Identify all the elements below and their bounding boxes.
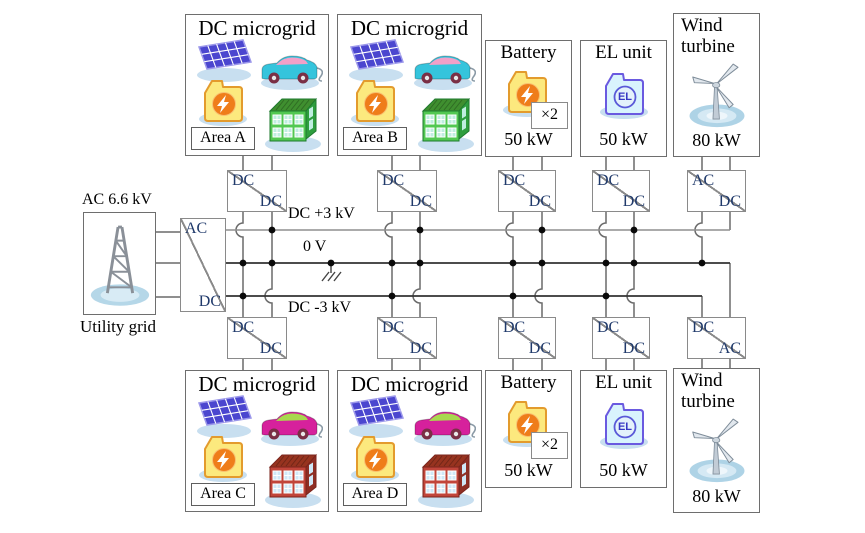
dc-microgrid-box-area-a: DC microgrid Area A	[185, 14, 329, 156]
el-unit-box-bottom: EL unit EL 50 kW	[580, 370, 667, 488]
utility-voltage-label: AC 6.6 kV	[82, 191, 152, 208]
bus-negative-label: DC -3 kV	[288, 299, 352, 316]
dc-microgrid-box-area-b: DC microgrid Area B	[337, 14, 482, 156]
converter-dc-label: DC	[692, 319, 715, 336]
converter-dc-label: DC	[198, 293, 221, 310]
ev-car-icon	[413, 411, 476, 447]
utility-grid-label: Utility grid	[80, 317, 157, 336]
dc-microgrid-box-area-d: DC microgrid Area D	[337, 370, 482, 512]
el-unit-box-top: EL unit EL 50 kW	[580, 40, 667, 157]
battery-box-top: Battery ×2 50 kW	[485, 40, 572, 157]
junction-dots	[239, 226, 706, 300]
battery-title: Battery	[500, 372, 557, 393]
building-icon	[264, 98, 322, 153]
battery-multiplier-badge: ×2	[531, 432, 568, 459]
converter-dc-label: DC	[528, 193, 551, 210]
converter-ac-label: AC	[718, 340, 741, 357]
wind-power-rating: 80 kW	[692, 130, 741, 150]
battery-icon	[198, 436, 248, 483]
converter-dc-label: DC	[259, 193, 282, 210]
battery-icon	[350, 436, 400, 483]
area-label: Area A	[191, 127, 255, 150]
converter-dc-label: DC	[232, 319, 255, 336]
converter-dc-label: DC	[503, 319, 526, 336]
converter-dc-label: DC	[503, 172, 526, 189]
dc-dc-converter-area-b: DC DC	[377, 170, 437, 212]
converter-dc-label: DC	[409, 193, 432, 210]
bus-positive-label: DC +3 kV	[288, 205, 355, 222]
el-icon-label: EL	[617, 91, 633, 103]
microgrid-title: DC microgrid	[198, 16, 316, 40]
converter-dc-label: DC	[409, 340, 432, 357]
wind-turbine-icon	[689, 63, 745, 128]
converter-dc-label: DC	[597, 172, 620, 189]
converter-ac-label: AC	[692, 172, 715, 189]
area-label: Area C	[191, 483, 255, 506]
dc-dc-converter-area-a: DC DC	[227, 170, 287, 212]
dc-microgrid-box-area-c: DC microgrid Area C	[185, 370, 329, 512]
dc-dc-converter-el-bottom: DC DC	[592, 317, 650, 359]
microgrid-title: DC microgrid	[350, 16, 469, 40]
converter-dc-label: DC	[528, 340, 551, 357]
dc-dc-converter-battery-bottom: DC DC	[498, 317, 556, 359]
wind-turbine-box-top: Wind turbine 80 kW	[673, 13, 760, 157]
converter-dc-label: DC	[622, 340, 645, 357]
utility-ac-dc-converter: AC DC	[180, 218, 226, 312]
area-label: Area B	[343, 127, 407, 150]
transmission-tower-icon	[89, 225, 151, 308]
converter-dc-label: DC	[382, 319, 405, 336]
wind-turbine-icon	[689, 418, 745, 483]
converter-dc-label: DC	[232, 172, 255, 189]
el-power-rating: 50 kW	[599, 460, 648, 480]
battery-power-rating: 50 kW	[504, 129, 553, 149]
building-icon	[417, 98, 475, 153]
microgrid-title: DC microgrid	[350, 372, 469, 396]
dc-dc-converter-el-top: DC DC	[592, 170, 650, 212]
utility-grid-box	[83, 212, 156, 315]
converter-ac-label: AC	[185, 220, 208, 237]
el-unit-title: EL unit	[595, 372, 652, 393]
el-unit-icon	[599, 73, 649, 120]
area-label: Area D	[343, 483, 407, 506]
wind-turbine-box-bottom: Wind turbine 80 kW	[673, 368, 760, 513]
converter-dc-label: DC	[718, 193, 741, 210]
el-unit-icon	[599, 403, 649, 450]
building-icon	[264, 454, 322, 509]
ev-car-icon	[413, 55, 476, 91]
building-icon	[417, 454, 475, 509]
battery-box-bottom: Battery ×2 50 kW	[485, 370, 572, 488]
wind-power-rating: 80 kW	[692, 486, 741, 506]
wind-turbine-title: Wind turbine	[681, 15, 735, 57]
converter-dc-label: DC	[382, 172, 405, 189]
el-power-rating: 50 kW	[599, 129, 648, 149]
battery-icon	[198, 80, 248, 127]
microgrid-title: DC microgrid	[198, 372, 316, 396]
converter-dc-label: DC	[622, 193, 645, 210]
battery-power-rating: 50 kW	[504, 460, 553, 480]
converter-dc-label: DC	[259, 340, 282, 357]
el-unit-title: EL unit	[595, 42, 652, 63]
wind-turbine-title: Wind turbine	[681, 370, 735, 412]
battery-title: Battery	[500, 42, 557, 63]
ev-car-icon	[260, 55, 323, 91]
ac-dc-converter-wind-top: AC DC	[687, 170, 746, 212]
bus-neutral-label: 0 V	[303, 238, 327, 255]
dc-ac-converter-wind-bottom: DC AC	[687, 317, 746, 359]
converter-dc-label: DC	[597, 319, 620, 336]
dc-dc-converter-area-d: DC DC	[377, 317, 437, 359]
battery-multiplier-badge: ×2	[531, 102, 568, 129]
dc-dc-converter-battery-top: DC DC	[498, 170, 556, 212]
ev-car-icon	[260, 411, 323, 447]
battery-icon	[350, 80, 400, 127]
dc-dc-converter-area-c: DC DC	[227, 317, 287, 359]
el-icon-label: EL	[617, 421, 633, 433]
